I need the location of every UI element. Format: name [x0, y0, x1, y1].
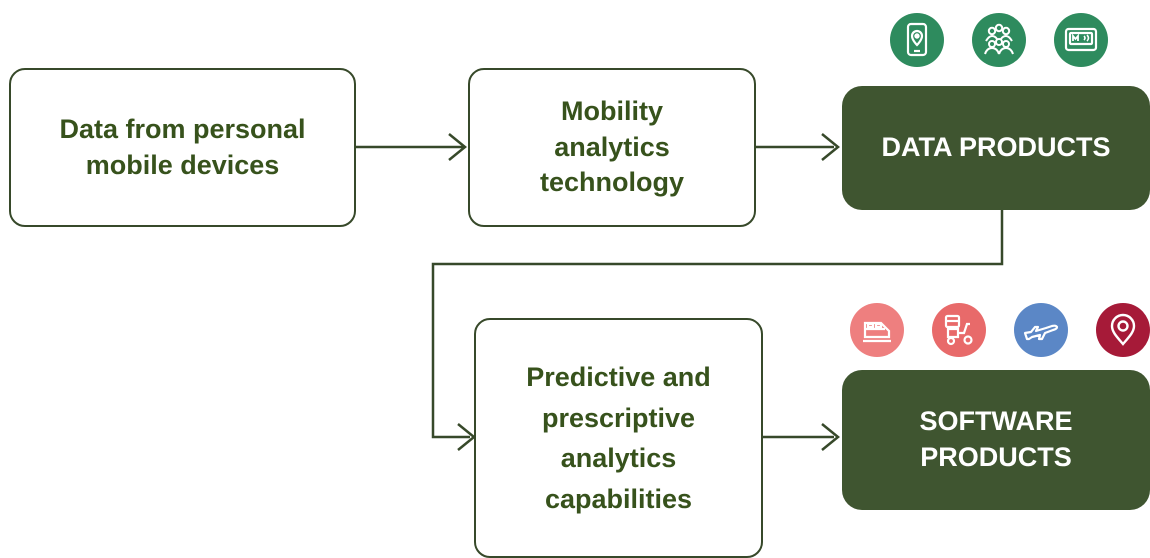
arrow-technology-to-data-products [755, 133, 840, 161]
technology-node-label: Mobility analytics technology [539, 96, 684, 198]
data-products-node-label: DATA PRODUCTS [881, 132, 1111, 163]
software-products-node-label: SOFTWARE PRODUCTS [919, 406, 1073, 472]
phone-location-icon [890, 13, 944, 67]
airplane-icon [1014, 303, 1068, 357]
transit-card-icon [1054, 13, 1108, 67]
people-group-icon [972, 13, 1026, 67]
capabilities-node: Predictive and prescriptive analytics ca… [474, 318, 763, 558]
source-node-label: Data from personal mobile devices [59, 113, 306, 180]
software-products-node: SOFTWARE PRODUCTS [842, 370, 1150, 510]
arrow-capabilities-to-software-products [763, 423, 840, 451]
data-products-node: DATA PRODUCTS [842, 86, 1150, 210]
location-pin-icon [1096, 303, 1150, 357]
source-node: Data from personal mobile devices [9, 68, 356, 227]
arrow-source-to-technology [355, 133, 467, 161]
delivery-scooter-icon [932, 303, 986, 357]
train-icon [850, 303, 904, 357]
technology-node: Mobility analytics technology [468, 68, 756, 227]
capabilities-node-label: Predictive and prescriptive analytics ca… [526, 362, 711, 514]
